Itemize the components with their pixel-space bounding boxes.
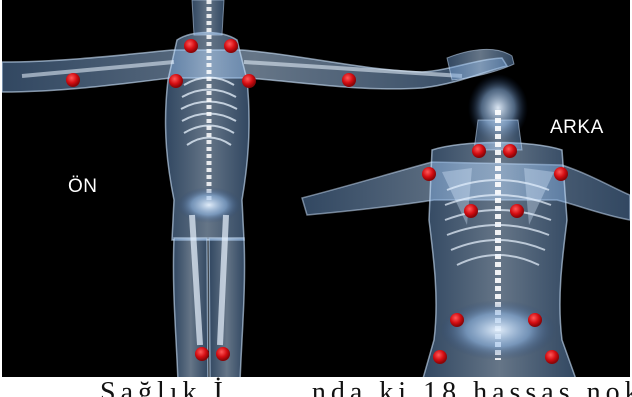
- tender-point: [195, 347, 209, 361]
- tender-point: [554, 167, 568, 181]
- xray-body-photo: ÖN ARKA: [2, 0, 630, 382]
- tender-point: [528, 313, 542, 327]
- tender-point: [472, 144, 486, 158]
- image-caption: Sağlık İ... ...nda ki 18 hassas nokta: [0, 377, 632, 397]
- tender-point: [342, 73, 356, 87]
- tender-point: [450, 313, 464, 327]
- tender-point: [422, 167, 436, 181]
- tender-point: [224, 39, 238, 53]
- tender-point: [510, 204, 524, 218]
- back-view-label: ARKA: [550, 117, 604, 139]
- tender-point: [545, 350, 559, 364]
- tender-point: [169, 74, 183, 88]
- tender-point: [433, 350, 447, 364]
- tender-point: [216, 347, 230, 361]
- caption-text: Sağlık İ... ...nda ki 18 hassas nokta: [100, 379, 632, 397]
- tender-point: [503, 144, 517, 158]
- tender-point: [464, 204, 478, 218]
- tender-point: [242, 74, 256, 88]
- tender-point: [66, 73, 80, 87]
- front-view-label: ÖN: [68, 176, 98, 198]
- tender-point: [184, 39, 198, 53]
